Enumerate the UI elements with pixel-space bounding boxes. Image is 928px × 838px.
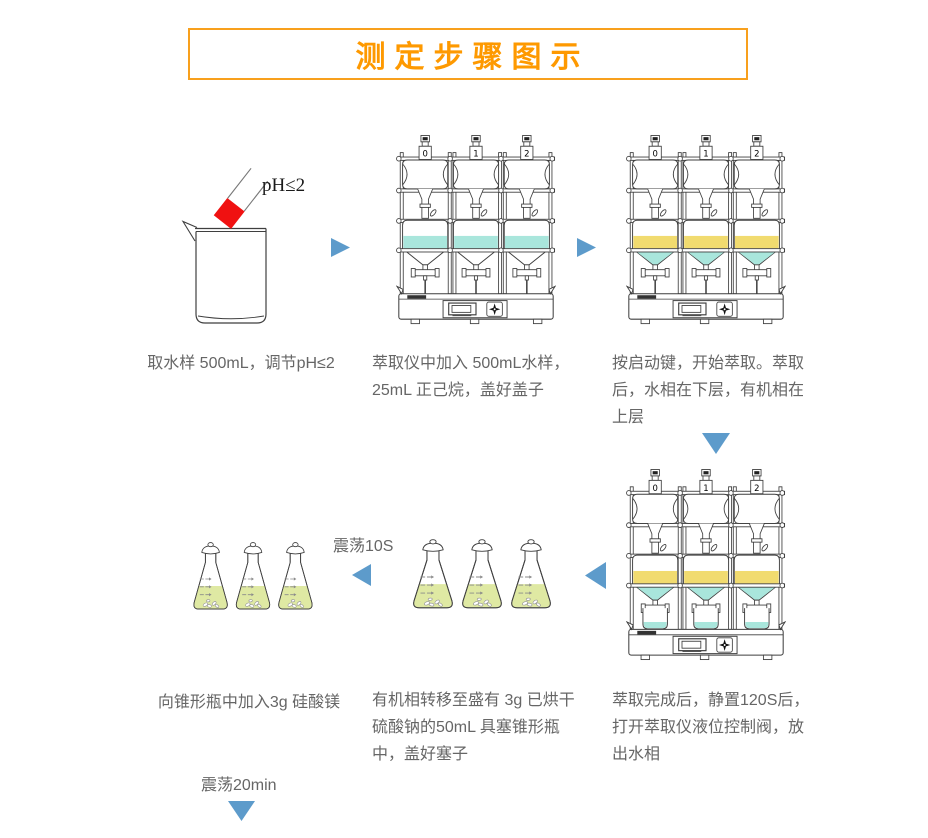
- step-6-caption: 向锥形瓶中加入3g 硅酸镁: [143, 689, 355, 716]
- cap-label: 0: [422, 149, 427, 159]
- extractor-draining-illustration: 0 1 2: [626, 468, 786, 666]
- caption-line: 按启动键，开始萃取。萃取: [612, 355, 805, 372]
- step-3-caption: 按启动键，开始萃取。萃取后，水相在下层，有机相在上层: [612, 350, 828, 431]
- caption-line: 取水样 500mL，调节pH≤2: [147, 355, 335, 372]
- conical-flasks-illustration: [189, 539, 317, 619]
- cap-label: 1: [473, 149, 478, 159]
- caption-line: 萃取仪中加入 500mL水样，: [372, 355, 570, 372]
- extractor-separated-illustration: 0 1 2: [626, 134, 786, 330]
- step-5-caption: 有机相转移至盛有 3g 已烘干硫酸钠的50mL 具塞锥形瓶中，盖好塞子: [372, 687, 598, 768]
- cap-label: 0: [652, 149, 657, 159]
- caption-line: 上层: [612, 409, 645, 426]
- caption-line: 中，盖好塞子: [372, 746, 469, 763]
- arrow-left-icon: [352, 564, 371, 586]
- caption-line: 出水相: [612, 746, 661, 763]
- caption-line: 向锥形瓶中加入3g 硅酸镁: [157, 694, 341, 711]
- arrow-left-icon: [585, 562, 606, 589]
- caption-line: 硫酸钠的50mL 具塞锥形瓶: [372, 719, 560, 736]
- cap-label: 1: [703, 149, 708, 159]
- caption-line: 25mL 正己烷，盖好盖子: [372, 382, 544, 399]
- step-4-caption: 萃取完成后，静置120S后， 打开萃取仪液位控制阀，放出水相: [612, 687, 834, 768]
- step-1-caption: 取水样 500mL，调节pH≤2: [133, 350, 349, 377]
- arrow-right-icon: [577, 238, 596, 257]
- extractor-filled-illustration: 0 1 2: [396, 134, 556, 330]
- title-box: 测定步骤图示: [188, 28, 748, 80]
- arrow-right-icon: [331, 238, 350, 257]
- caption-line: 打开萃取仪液位控制阀，放: [612, 719, 805, 736]
- caption-line: 萃取完成后，静置120S后，: [612, 692, 810, 709]
- conical-flasks-illustration: [408, 536, 556, 618]
- shake-10s-label: 震荡10S: [333, 538, 394, 555]
- cap-label: 1: [703, 484, 708, 494]
- step-2-caption: 萃取仪中加入 500mL水样， 25mL 正己烷，盖好盖子: [372, 350, 594, 404]
- ph-value-label: pH≤2: [262, 175, 306, 196]
- page-title: 测定步骤图示: [355, 41, 590, 74]
- arrow-down-icon: [228, 801, 255, 821]
- beaker-illustration: [150, 162, 330, 334]
- caption-line: 后，水相在下层，有机相在: [612, 382, 805, 399]
- caption-line: 有机相转移至盛有 3g 已烘干: [372, 692, 575, 709]
- cap-label: 0: [652, 484, 657, 494]
- cap-label: 2: [754, 149, 759, 159]
- shake-20min-label: 震荡20min: [201, 777, 277, 794]
- arrow-down-icon: [702, 433, 730, 454]
- cap-label: 2: [754, 484, 759, 494]
- cap-label: 2: [524, 149, 529, 159]
